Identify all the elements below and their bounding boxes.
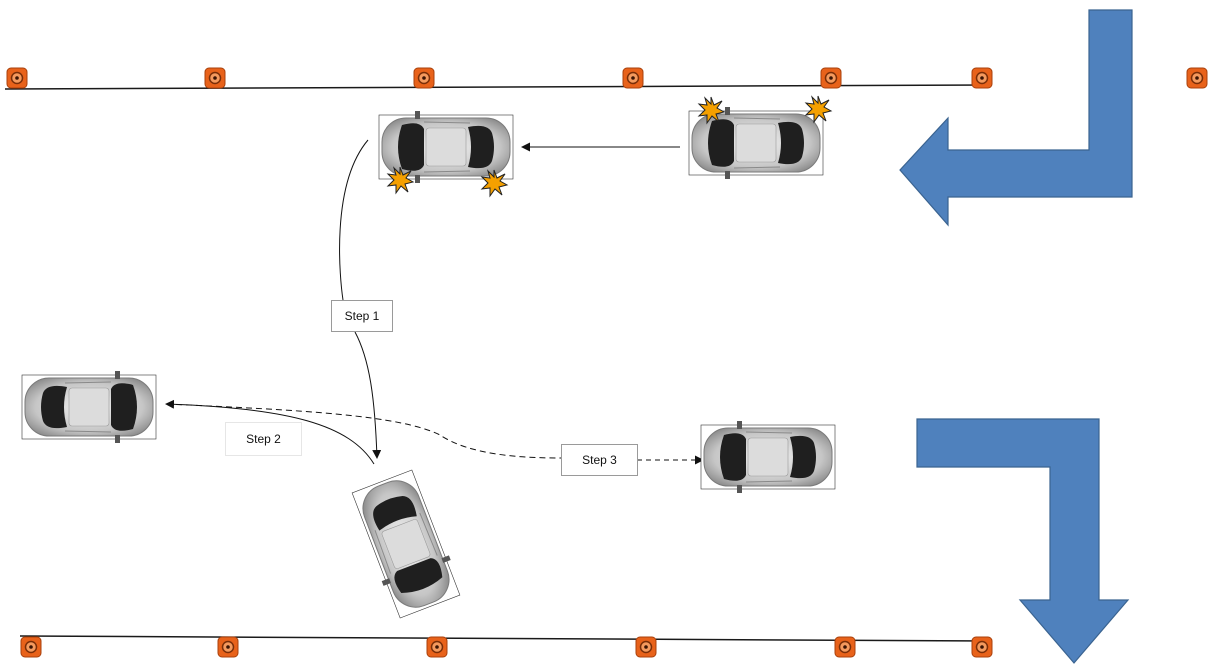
cone-icon bbox=[820, 67, 842, 89]
top-track-line bbox=[4, 84, 991, 90]
path-step3-a bbox=[165, 403, 563, 459]
cone-icon bbox=[635, 636, 657, 658]
step2-label: Step 2 bbox=[225, 422, 302, 456]
cone-icon bbox=[204, 67, 226, 89]
cone-icon bbox=[426, 636, 448, 658]
car-icon bbox=[347, 468, 465, 620]
cone-icon bbox=[622, 67, 644, 89]
cone-icon bbox=[20, 636, 42, 658]
cone-icon bbox=[971, 636, 993, 658]
bottom-track-line bbox=[19, 635, 991, 642]
cone-icon bbox=[6, 67, 28, 89]
step3-label: Step 3 bbox=[561, 444, 638, 476]
down-turn-arrow-icon bbox=[916, 418, 1130, 664]
cone-icon bbox=[1186, 67, 1208, 89]
cone-icon bbox=[413, 67, 435, 89]
step1-label: Step 1 bbox=[331, 300, 393, 332]
car-icon bbox=[21, 370, 157, 444]
cone-icon bbox=[217, 636, 239, 658]
car-icon bbox=[700, 420, 836, 494]
cone-icon bbox=[971, 67, 993, 89]
left-turn-arrow-icon bbox=[899, 9, 1133, 227]
car-icon bbox=[378, 110, 514, 184]
cone-icon bbox=[834, 636, 856, 658]
path-step1 bbox=[339, 139, 377, 458]
